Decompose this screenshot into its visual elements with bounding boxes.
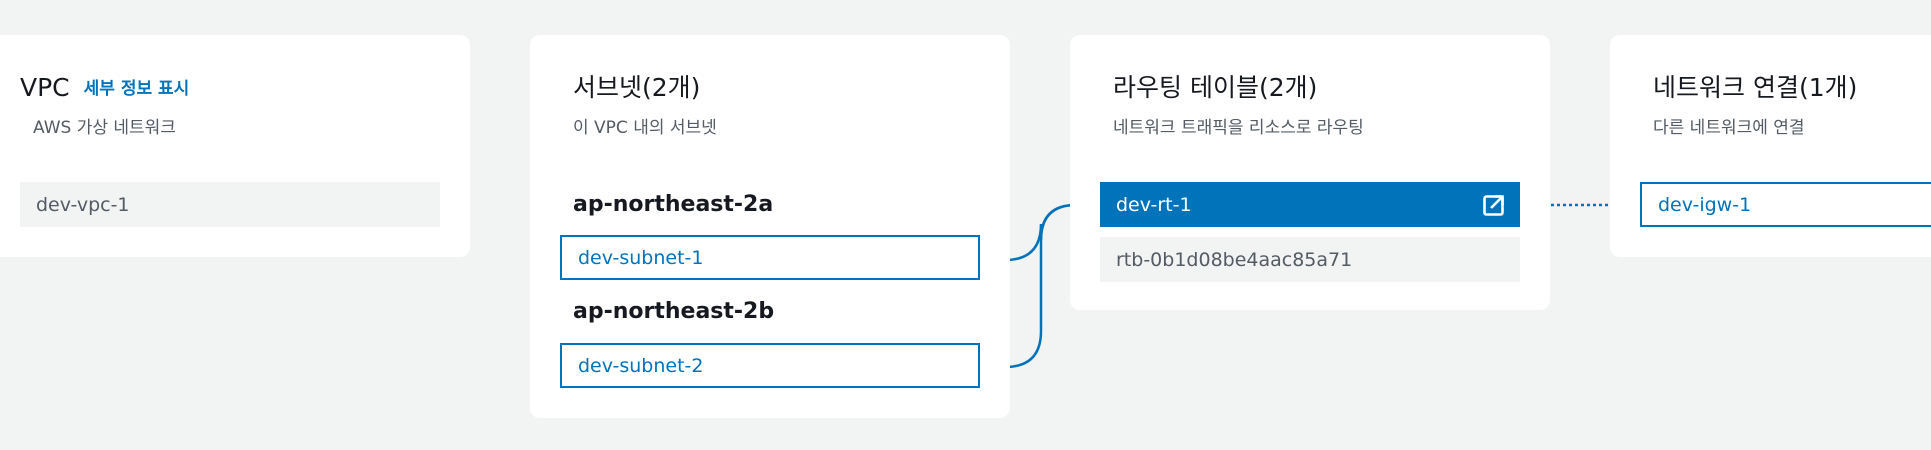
route-table-name: dev-rt-1 (1116, 193, 1192, 216)
network-connections-subtitle: 다른 네트워크에 연결 (1653, 118, 1805, 138)
subnet-link[interactable]: dev-subnet-2 (560, 343, 980, 388)
route-tables-title: 라우팅 테이블(2개) (1113, 73, 1318, 102)
route-table-selected[interactable]: dev-rt-1 (1100, 182, 1520, 227)
vpc-title: VPC (20, 73, 70, 102)
route-tables-card: 라우팅 테이블(2개) 네트워크 트래픽을 리소스로 라우팅 dev-rt-1 … (1070, 35, 1550, 310)
route-tables-subtitle: 네트워크 트래픽을 리소스로 라우팅 (1113, 118, 1364, 138)
vpc-subtitle: AWS 가상 네트워크 (33, 118, 176, 138)
az-label: ap-northeast-2b (573, 299, 775, 324)
network-connections-title: 네트워크 연결(1개) (1653, 73, 1858, 102)
az-label: ap-northeast-2a (573, 192, 774, 217)
subnets-title: 서브넷(2개) (573, 73, 701, 102)
vpc-card-title: VPC 세부 정보 표시 (20, 75, 189, 100)
subnet-link[interactable]: dev-subnet-1 (560, 235, 980, 280)
show-details-link[interactable]: 세부 정보 표시 (83, 79, 190, 99)
vpc-name-box: dev-vpc-1 (20, 182, 440, 227)
internet-gateway-link[interactable]: dev-igw-1 (1640, 182, 1931, 227)
connector-subnet-2-to-rt (979, 203, 1077, 369)
subnets-subtitle: 이 VPC 내의 서브넷 (573, 118, 717, 138)
network-connections-card: 네트워크 연결(1개) 다른 네트워크에 연결 dev-igw-1 (1610, 35, 1931, 257)
external-link-icon[interactable] (1482, 193, 1506, 217)
subnets-card: 서브넷(2개) 이 VPC 내의 서브넷 ap-northeast-2a dev… (530, 35, 1010, 418)
route-table-id: rtb-0b1d08be4aac85a71 (1100, 237, 1520, 282)
vpc-card: VPC 세부 정보 표시 AWS 가상 네트워크 dev-vpc-1 (0, 35, 470, 257)
